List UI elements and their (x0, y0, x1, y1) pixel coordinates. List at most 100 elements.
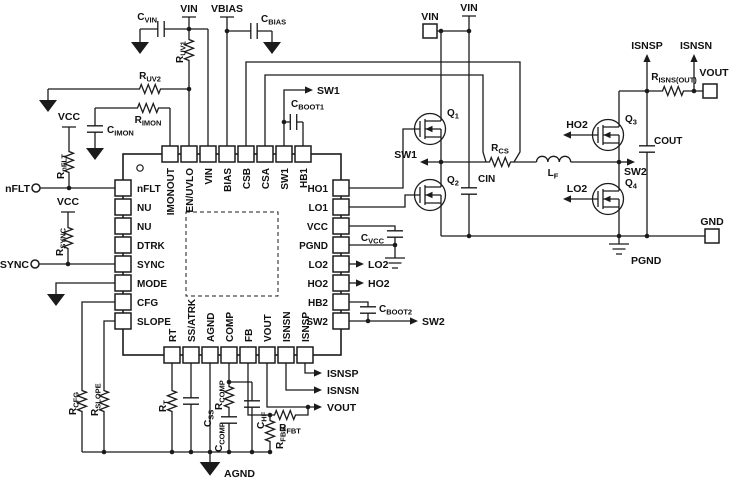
net-label-lo2-ic: LO2 (368, 259, 389, 271)
wire-ho1 (349, 128, 420, 189)
ic-pin (180, 145, 198, 163)
wire-gate-arrows (571, 134, 598, 200)
net-label-vin-rail1: VIN (180, 3, 198, 15)
ic-pin-label: SLOPE (137, 317, 171, 328)
ic-pin (182, 346, 200, 364)
ref-lf: LF (548, 168, 559, 181)
wire-comp-network (228, 363, 253, 452)
ref-rnflt: RnFLT (56, 154, 69, 179)
wire-cvin (139, 28, 189, 42)
ic-pin (218, 145, 236, 163)
wire-vout-pin (266, 363, 315, 416)
ic-pin-label: AGND (206, 313, 217, 342)
net-label-nflt: nFLT (5, 183, 30, 195)
ic-pin-label: HB2 (308, 298, 328, 309)
ref-q1: Q1 (447, 108, 459, 121)
ic-pin-label: EN/UVLO (185, 168, 196, 213)
ref-q2: Q2 (447, 175, 459, 188)
wire-vin-right-rail (437, 15, 476, 236)
ic-pin (114, 293, 132, 311)
ref-rfbt: RFBT (279, 423, 301, 436)
ic-pin-label: BIAS (223, 168, 234, 192)
ic-pin (332, 312, 350, 330)
net-label-sw2-ic: SW2 (422, 316, 445, 328)
component-labels: CVIN CBIAS RUV1 RUV2 RIMON CIMON RnFLT R… (55, 12, 697, 452)
ic-pin-label: NU (137, 203, 151, 214)
ic-pin-label: nFLT (137, 184, 161, 195)
ic-pin (114, 274, 132, 292)
ic-pin (332, 274, 350, 292)
ic-pin-label: VIN (204, 168, 215, 185)
ic-pin (114, 255, 132, 273)
ic-pin (258, 346, 276, 364)
ic-pin (275, 145, 293, 163)
terminals (30, 23, 720, 269)
terminal-sync (30, 259, 40, 269)
ic-pin (332, 179, 350, 197)
ic-pin-label: HO1 (307, 184, 328, 195)
ic-pin-label: CSA (261, 168, 272, 189)
wire-mode-gnd (55, 282, 115, 294)
ic-pin (332, 198, 350, 216)
wire-isnsn-pin (285, 363, 315, 391)
wire-ruv2-gnd (47, 88, 189, 100)
net-label-agnd: AGND (224, 468, 255, 480)
ic-pin-label: CFG (137, 298, 158, 309)
ic-pin (277, 346, 295, 364)
ic-pin (332, 293, 350, 311)
ic-pin (296, 346, 314, 364)
net-label-vcc-nflt: VCC (58, 111, 81, 123)
ic-pin-squares (114, 145, 350, 364)
ic-pin (332, 217, 350, 235)
ref-rt: RT (158, 400, 171, 412)
net-label-pgnd: PGND (631, 255, 662, 267)
ic-pin (332, 255, 350, 273)
ic-pin-label: LO2 (309, 260, 329, 271)
net-label-vin-rail2: VIN (460, 2, 478, 14)
net-label-ho2-gate: HO2 (566, 119, 588, 131)
net-label-gnd: GND (700, 216, 724, 228)
ref-rcfg: RCFG (68, 392, 81, 415)
net-label-isnsn-out: ISNSN (680, 40, 712, 52)
net-label-sw2-stage: SW2 (624, 166, 647, 178)
terminal-gnd (704, 228, 720, 244)
ic-pin (114, 179, 132, 197)
ic-pin-label: VOUT (263, 314, 274, 342)
ic-pin-label: SW1 (280, 168, 291, 190)
ic-pin (114, 217, 132, 235)
ic-pin-label: HB1 (299, 168, 310, 188)
ic-pin (114, 198, 132, 216)
ic-pin-label: SYNC (137, 260, 165, 271)
ic-pin-label: MODE (137, 279, 167, 290)
ref-risns: RISNS(OUT) (651, 72, 697, 85)
ic-pin-label: IMONOUT (166, 168, 177, 215)
ref-cin: CIN (478, 174, 495, 185)
ref-rfbb: RFBB (275, 426, 288, 449)
ic-pin-label: LO1 (309, 203, 329, 214)
ref-cboot1: CBOOT1 (291, 99, 324, 112)
ref-rcs: RCS (491, 143, 509, 156)
net-label-isnsn-ic: ISNSN (327, 385, 359, 397)
net-label-vbias: VBIAS (211, 3, 243, 15)
ref-q4: Q4 (625, 178, 638, 191)
wire-slope (103, 320, 115, 452)
ic-pin (199, 145, 217, 163)
wire-isnsp-pin (304, 363, 315, 374)
ic-pin-label: FB (244, 329, 255, 342)
ic-pin-label: ISNSP (301, 312, 312, 342)
ic-thermal-pad (185, 211, 279, 297)
ic-pin (256, 145, 274, 163)
wire-csb-sense (245, 61, 521, 163)
ic-pin (161, 145, 179, 163)
terminal-vout (702, 83, 718, 99)
ic-pin-label: DTRK (137, 241, 166, 252)
ic-pin-label: COMP (225, 312, 236, 342)
net-label-vout-terminal: VOUT (699, 67, 729, 79)
ref-rslope: RSLOPE (90, 383, 103, 416)
ic-pin-label: SW2 (306, 317, 328, 328)
wire-cfg (81, 301, 115, 452)
ref-chf: CHF (256, 411, 269, 429)
ref-cimon: CIMON (107, 125, 134, 138)
junction-dots (65, 26, 697, 455)
